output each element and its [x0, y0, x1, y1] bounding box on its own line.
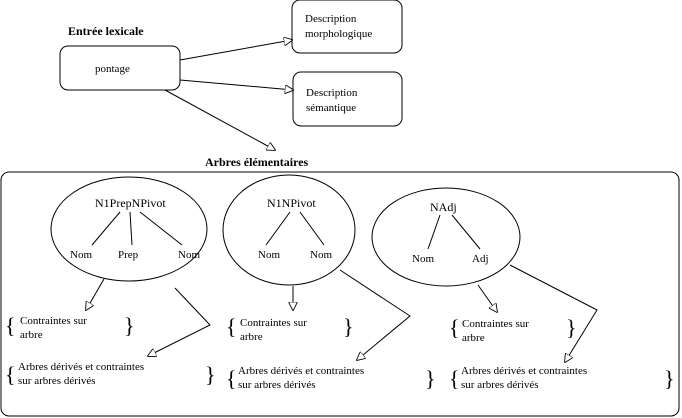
tree3-arrow-constraints [477, 284, 497, 312]
tree3-root: NAdj [430, 200, 457, 214]
lexical-entry-box [59, 45, 181, 91]
tree3-derived-brace-open: { [449, 366, 460, 391]
tree3-derived-line1: Arbres dérivés et contraintes [461, 365, 587, 377]
lexical-entry-heading: Entrée lexicale [68, 24, 144, 38]
tree1-derived-brace-close: } [205, 362, 216, 387]
tree1-leaf-2: Prep [118, 249, 139, 261]
arrow-to-semantics [179, 79, 293, 90]
semantic-description-line2: sémantique [306, 102, 356, 114]
arrow-to-morphology [179, 40, 292, 61]
tree2-branch-1 [265, 211, 291, 246]
tree3-branch-1 [427, 214, 441, 250]
elementary-trees-heading: Arbres élémentaires [205, 155, 309, 169]
tree1-branch-3 [139, 211, 183, 246]
tree3-leaf-1: Nom [412, 253, 434, 265]
semantic-description-line1: Description [306, 87, 358, 99]
tree2-ellipse [222, 174, 356, 286]
tree1-derived-line2: sur arbres dérivés [18, 375, 96, 387]
tree2-arrow-derived [339, 269, 411, 360]
tree1-branch-2 [129, 211, 133, 246]
tree3-branch-2 [451, 214, 481, 250]
lexical-entry-word: pontage [95, 63, 130, 75]
tree2-leaf-2: Nom [310, 249, 332, 261]
tree1-arrow-derived [148, 287, 211, 356]
tree1-branch-1 [91, 211, 121, 246]
tree1-ellipse [50, 176, 208, 282]
tree1-constraints-line2: arbre [20, 329, 43, 341]
tree3-constraints-brace-open: { [449, 315, 460, 340]
tree2-constraints-line2: arbre [240, 331, 263, 343]
tree2-root: N1NPivot [267, 196, 316, 210]
tree2-derived-brace-open: { [226, 366, 237, 391]
tree3-constraints-brace-close: } [566, 315, 577, 340]
tree2-derived-line1: Arbres dérivés et contraintes [238, 365, 364, 377]
tree1-constraints-brace-open: { [5, 313, 16, 338]
tree3-constraints-line1: Contraintes sur [462, 318, 529, 330]
tree1-arrow-constraints [86, 278, 105, 310]
elementary-trees-container [0, 171, 680, 417]
tree3-constraints-line2: arbre [462, 332, 485, 344]
tree1-leaf-3: Nom [178, 249, 200, 261]
tree1-leaf-1: Nom [70, 249, 92, 261]
tree2-leaf-1: Nom [258, 249, 280, 261]
tree2-constraints-line1: Contraintes sur [240, 317, 307, 329]
tree2-derived-brace-close: } [425, 366, 436, 391]
tree2-constraints-brace-close: } [343, 314, 354, 339]
tree2-derived-line2: sur arbres dérivés [238, 379, 316, 391]
tree1-root: N1PrepNPivot [95, 196, 166, 210]
morphological-description-line1: Description [305, 13, 357, 25]
semantic-description-box [292, 71, 403, 127]
tree3-leaf-2: Adj [472, 253, 489, 265]
arrow-to-elementary-trees [164, 89, 275, 150]
tree3-derived-line2: sur arbres dérivés [461, 379, 539, 391]
tree2-branch-2 [299, 211, 325, 246]
morphological-description-box [291, 0, 403, 54]
tree1-constraints-brace-close: } [124, 313, 135, 338]
tree1-constraints-line1: Contraintes sur [20, 315, 87, 327]
tree3-derived-brace-close: } [664, 366, 675, 391]
tree1-derived-line1: Arbres dérivés et contraintes [18, 361, 144, 373]
tree2-constraints-brace-open: { [226, 314, 237, 339]
tree3-arrow-derived [509, 264, 598, 362]
tree1-derived-brace-open: { [5, 362, 16, 387]
tree3-ellipse [371, 187, 521, 287]
morphological-description-line2: morphologique [305, 28, 372, 40]
